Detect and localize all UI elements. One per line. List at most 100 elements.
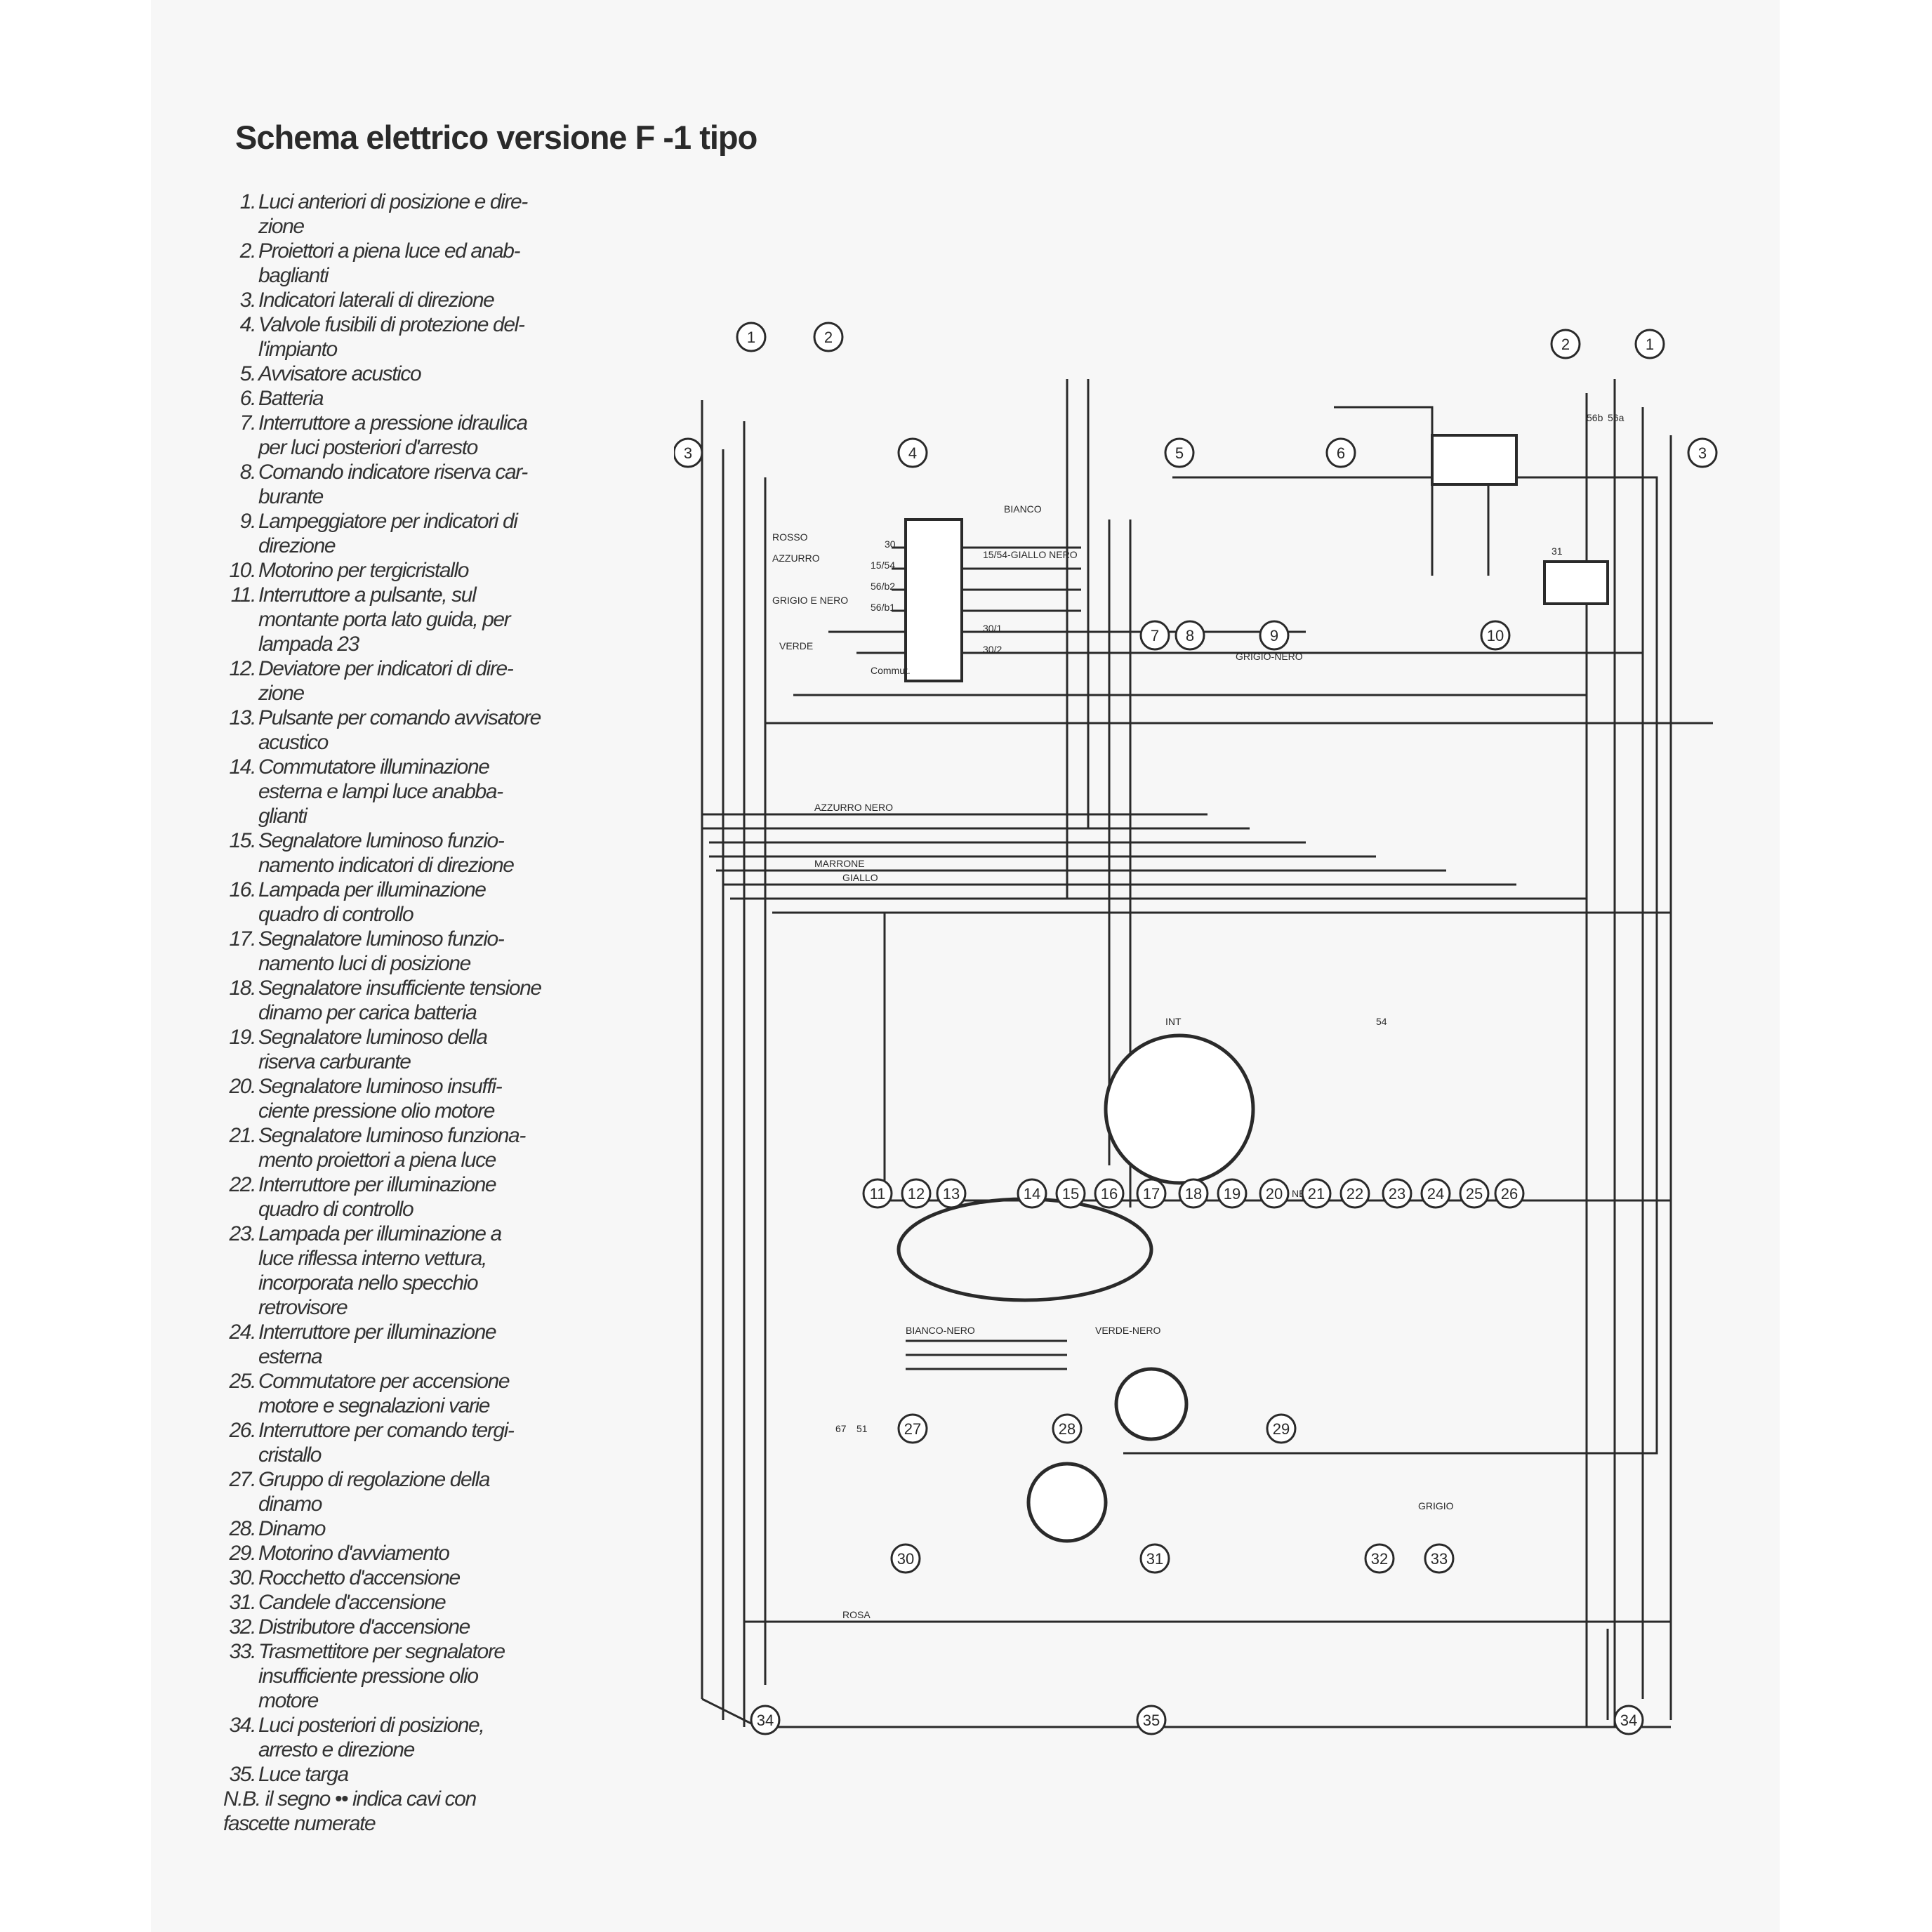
wire-label-verde: VERDE (779, 640, 813, 651)
callout-number: 9 (1270, 627, 1278, 644)
legend-item-text: Segnalatore luminoso funzio- (258, 927, 505, 951)
wire-label-verde-nero: VERDE-NERO (1095, 1325, 1160, 1336)
legend-item-text: montante porta lato guida, per (258, 608, 511, 631)
legend-item-text: direzione (258, 534, 336, 557)
legend-note-text: fascette numerate (223, 1812, 376, 1835)
callout-circle (890, 1543, 921, 1574)
callout-number: 11 (870, 1185, 886, 1203)
callout-number: 20 (1266, 1185, 1283, 1203)
legend-item: 30.Rocchetto d'accensione (223, 1566, 588, 1590)
callout-number: 2 (1561, 336, 1570, 353)
callout-number: 28 (1059, 1420, 1076, 1438)
callout-number: 16 (1101, 1185, 1118, 1203)
legend-item: 6.Batteria (223, 386, 588, 411)
wire-color-labels: ROSSO AZZURRO GRIGIO E NERO VERDE Commut… (772, 412, 1625, 1620)
legend-item-text: motore (258, 1689, 319, 1712)
legend-item-text: luce riflessa interno vettura, (258, 1247, 487, 1270)
callout-number: 1 (1646, 336, 1654, 353)
wire-label-grigio-nero: GRIGIO-NERO (1236, 651, 1303, 662)
legend-item-text: Interruttore per comando tergi- (258, 1419, 515, 1442)
legend-item: 35.Luce targa (223, 1762, 588, 1787)
legend-item-text: Lampeggiatore per indicatori di (258, 510, 518, 533)
legend-item-number: 34. (229, 1714, 256, 1737)
legend-item-number: 25. (229, 1370, 256, 1393)
callout-circle (901, 1178, 932, 1209)
legend-item-text: Comando indicatore riserva car- (258, 461, 528, 484)
callout-circle (1301, 1178, 1332, 1209)
legend-item-text: acustico (258, 731, 329, 754)
legend-item-text: Commutatore illuminazione (258, 755, 490, 779)
legend-item-text: l'impianto (258, 338, 338, 361)
callout-number: 5 (1175, 444, 1184, 462)
legend-item: 10.Motorino per tergicristallo (223, 558, 588, 583)
legend-item-text: motore e segnalazioni varie (258, 1394, 490, 1417)
callout-circle (1052, 1413, 1083, 1444)
terminal-30: 30 (885, 538, 896, 550)
legend-item-text: dinamo per carica batteria (258, 1001, 477, 1024)
callout-circle (1325, 437, 1356, 468)
callout-circle (1217, 1178, 1248, 1209)
legend-item: 20.Segnalatore luminoso insuffi-ciente p… (223, 1074, 588, 1123)
callout-number: 14 (1024, 1185, 1040, 1203)
callout-circle (1136, 1178, 1167, 1209)
legend-item-text: Interruttore a pulsante, sul (258, 583, 477, 607)
legend-item: 4.Valvole fusibili di protezione del-l'i… (223, 312, 588, 362)
callout-number: 10 (1487, 627, 1504, 644)
callout-number: 15 (1062, 1185, 1079, 1203)
legend-item-text: Luce targa (258, 1763, 349, 1786)
legend-item-number: 1. (239, 190, 257, 213)
wire-label-grigio: GRIGIO (1418, 1500, 1454, 1511)
legend-item-number: 28. (229, 1517, 256, 1540)
callout-number: 22 (1347, 1185, 1363, 1203)
legend-item-text: namento luci di posizione (258, 952, 471, 975)
legend-item-text: mento proiettori a piena luce (258, 1149, 496, 1172)
terminal-56b: 56b (1587, 412, 1603, 423)
callout-circle (1687, 437, 1718, 468)
legend-item-text: Luci posteriori di posizione, (258, 1714, 485, 1737)
callout-circle (1382, 1178, 1412, 1209)
callout-circle (1175, 620, 1205, 651)
legend-item: 2.Proiettori a piena luce ed anab-baglia… (223, 239, 588, 288)
legend-item-number: 14. (229, 755, 256, 779)
legend-item-number: 7. (239, 411, 257, 435)
callout-circle (1459, 1178, 1490, 1209)
legend-item-text: retrovisore (258, 1296, 348, 1319)
callout-circle (1420, 1178, 1451, 1209)
terminal-int: INT (1165, 1016, 1182, 1027)
legend-item-text: glianti (258, 805, 307, 828)
legend-item: 17.Segnalatore luminoso funzio-namento l… (223, 927, 588, 976)
callout-circle (1364, 1543, 1395, 1574)
callout-circle (1424, 1543, 1455, 1574)
callout-circle (1178, 1178, 1209, 1209)
legend-item-number: 11. (230, 583, 257, 607)
callout-number: 7 (1151, 627, 1159, 644)
terminal-31: 31 (1551, 545, 1563, 557)
legend-item-text: Segnalatore insufficiente tensione (258, 977, 542, 1000)
callout-number: 12 (908, 1185, 925, 1203)
legend-item-number: 23. (229, 1222, 256, 1245)
battery-symbol (1431, 434, 1518, 486)
callout-circle (936, 1178, 967, 1209)
legend-item-text: per luci posteriori d'arresto (258, 436, 478, 459)
callout-number: 18 (1185, 1185, 1202, 1203)
legend-item-number: 33. (229, 1640, 256, 1663)
callout-number: 19 (1224, 1185, 1240, 1203)
legend-item-number: 9. (239, 510, 257, 533)
legend-item-number: 15. (229, 829, 256, 852)
legend-item-number: 32. (229, 1615, 256, 1639)
callout-circle (1480, 620, 1511, 651)
legend-item-text: Motorino d'avviamento (258, 1542, 450, 1565)
component-legend: 1.Luci anteriori di posizione e dire-zio… (223, 190, 588, 1836)
legend-item-text: Candele d'accensione (258, 1591, 446, 1614)
callout-circle (813, 322, 844, 352)
callout-circle (1550, 329, 1581, 359)
legend-item-number: 16. (229, 878, 256, 901)
callout-number: 4 (908, 444, 917, 462)
legend-item-text: dinamo (258, 1493, 322, 1516)
legend-item: 12.Deviatore per indicatori di dire-zion… (223, 656, 588, 706)
legend-item: 34.Luci posteriori di posizione,arresto … (223, 1713, 588, 1762)
